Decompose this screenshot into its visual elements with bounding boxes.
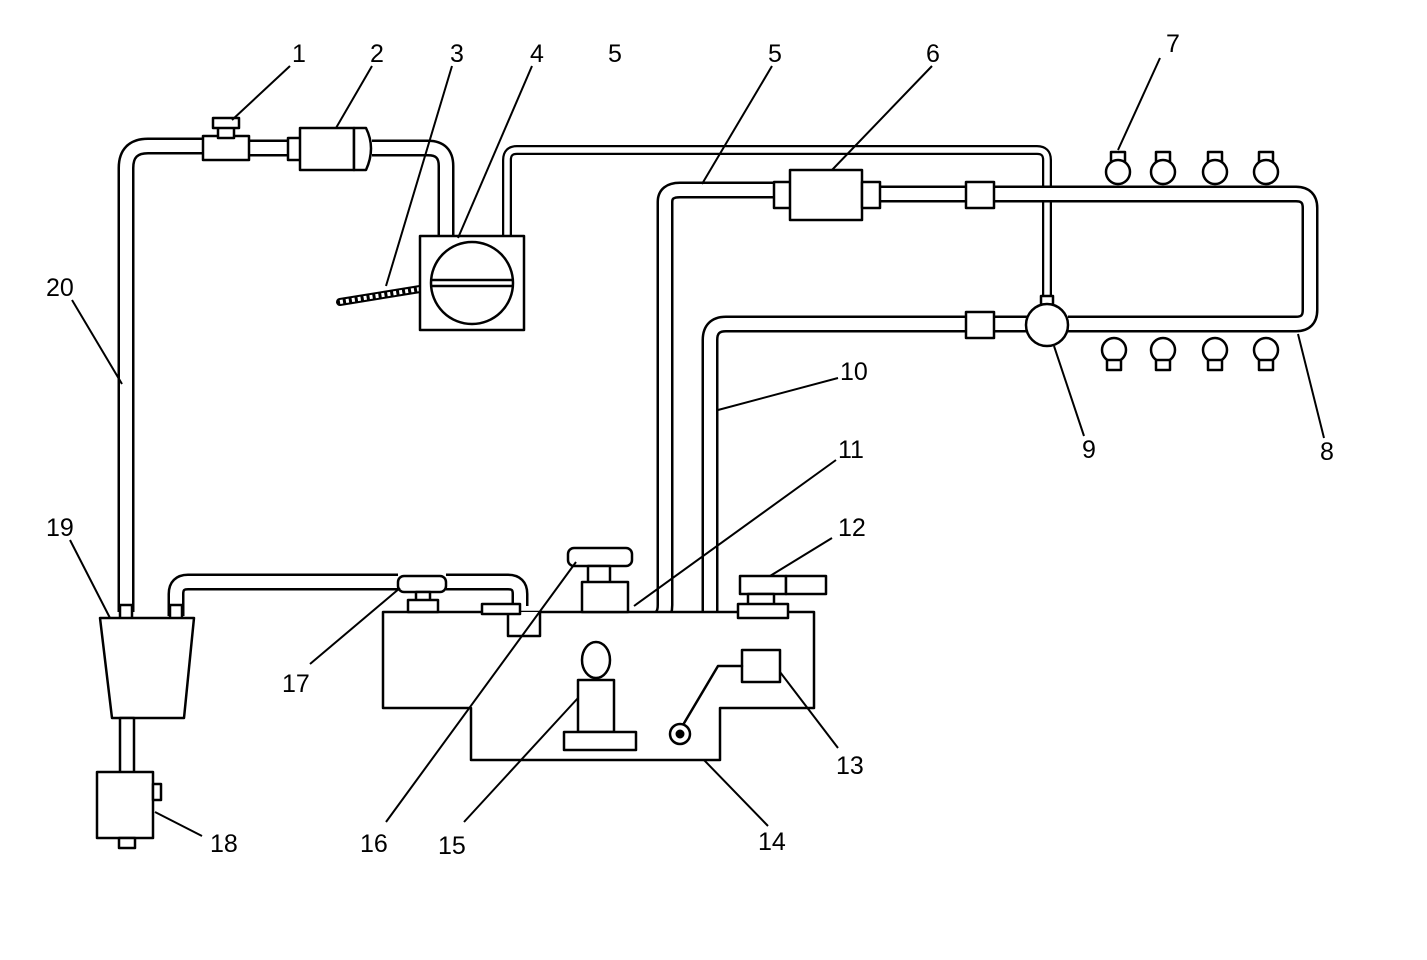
vent-solenoid [95,716,163,850]
injector-icon [1149,150,1177,186]
injector-icon [1149,336,1177,372]
callout-13: 13 [836,752,864,780]
pressure-regulator [1024,294,1070,348]
callout-12: 12 [838,514,866,542]
callout-11: 11 [838,436,864,464]
fuel-injectors-bottom [1100,336,1280,372]
canister-vent-line [167,573,529,616]
throttle-body [418,234,526,332]
callout-5b: 5 [768,40,782,68]
injector-icon [1201,336,1229,372]
callout-18: 18 [210,830,238,858]
callout-10: 10 [840,358,868,386]
pipe-20 [117,137,205,612]
callout-19: 19 [46,514,74,542]
tee-fitting [201,116,251,162]
callout-14: 14 [758,828,786,856]
callout-7: 7 [1166,30,1180,58]
callout-17: 17 [282,670,310,698]
callout-labels: 1 2 3 4 5 5 6 7 8 9 10 11 12 13 14 15 16… [46,30,1334,860]
fuel-filter [772,168,882,222]
leader-lines [69,57,1325,837]
callout-5a: 5 [608,40,622,68]
injector-icon [1252,150,1280,186]
fuel-pump [562,640,638,752]
fuel-level-sender [668,648,782,746]
purge-valve [286,126,373,172]
throttle-cable [336,285,424,306]
callout-15: 15 [438,832,466,860]
rollover-valve [396,574,448,614]
fuel-filler-cap [566,546,634,614]
fuel-pump-connector [736,574,828,620]
injector-icon [1100,336,1128,372]
callout-20: 20 [46,274,74,302]
fuel-feed-line [581,181,1319,660]
callout-3: 3 [450,40,464,68]
line-connectors [964,180,996,340]
injector-icon [1201,150,1229,186]
vacuum-tube [502,145,1052,300]
callout-6: 6 [926,40,940,68]
callout-1: 1 [292,40,306,68]
evap-canister [98,603,196,720]
callout-16: 16 [360,830,388,858]
injector-icon [1104,150,1132,186]
callout-4: 4 [530,40,544,68]
callout-2: 2 [370,40,384,68]
callout-9: 9 [1082,436,1096,464]
fuel-injectors-top [1104,150,1280,186]
injector-icon [1252,336,1280,372]
callout-8: 8 [1320,438,1334,466]
